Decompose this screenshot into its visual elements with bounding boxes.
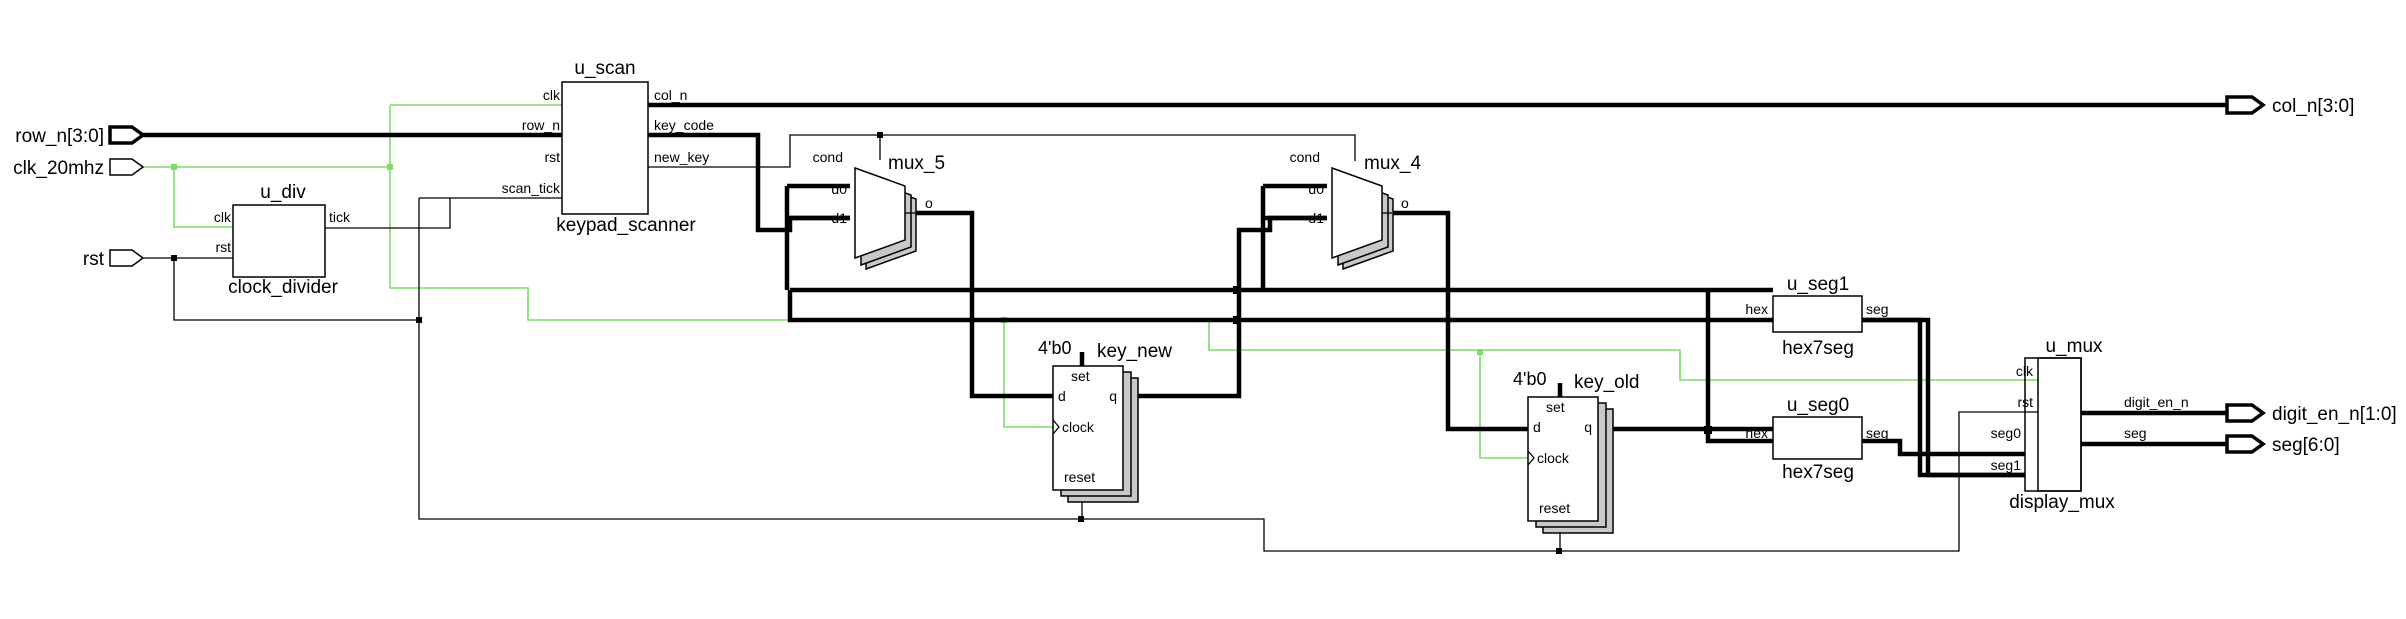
pin-label-reset: reset [1539,500,1570,516]
seg1-net [1862,317,2025,478]
instance-name: mux_5 [888,153,945,174]
module-type: keypad_scanner [556,215,696,236]
instance-name: key_new [1097,341,1172,362]
pin-label-d0: d0 [831,181,847,197]
instance-name: mux_4 [1364,153,1421,174]
pin-label-seg1: seg1 [1991,457,2022,473]
module-type: clock_divider [228,277,338,298]
pin-label-digit_en_n: digit_en_n [2124,394,2189,410]
pin-label-clock: clock [1062,419,1095,435]
pin-label-reset: reset [1064,469,1095,485]
block-u_seg1: u_seg1 hex seg hex7seg [1745,274,1888,359]
pin-label-scan_tick: scan_tick [502,180,561,196]
input-port-clk: clk_20mhz [13,158,145,179]
block-u_mux: u_mux clk rst seg0 seg1 digit_en_n seg d… [1991,336,2189,513]
pin-label-d1: d1 [1308,210,1324,226]
pin-label-key_code: key_code [654,117,714,133]
pin-label-rst: rst [544,149,560,165]
pin-label-seg: seg [1866,301,1889,317]
pin-label-d0: d0 [1308,181,1324,197]
junction-dots [171,132,1712,554]
pin-label-o: o [925,195,933,211]
output-port-digit_en_n: digit_en_n[1:0] [2225,403,2397,425]
pin-label-clk: clk [2016,363,2034,379]
init-value: 4'b0 [1038,338,1071,358]
pin-label-seg0: seg0 [1991,425,2022,441]
instance-name: u_mux [2045,336,2103,357]
pin-label-d: d [1058,388,1066,404]
pin-label-seg: seg [1866,425,1889,441]
wires [143,102,2227,554]
pin-label-clock: clock [1537,450,1570,466]
pin-label-hex: hex [1745,301,1768,317]
instance-name: u_seg0 [1787,395,1849,416]
init-value: 4'b0 [1513,369,1546,389]
module-type: display_mux [2009,492,2115,513]
mux4-d1-bus [1260,183,1327,290]
pin-label-clk: clk [214,209,232,225]
bus-nets [143,102,2227,478]
module-type: hex7seg [1782,338,1854,359]
pin-label-d1: d1 [831,210,847,226]
instance-name: u_scan [574,58,635,79]
pin-label-set: set [1071,368,1090,384]
pin-label-cond: cond [1290,149,1320,165]
block-mux_4: cond mux_4 d0 d1 o [1290,149,1421,271]
clock-junctions [171,164,1483,355]
pin-label-rst: rst [215,239,231,255]
block-mux_5: cond mux_5 d0 d1 o [813,149,945,271]
pin-label-q: q [1109,388,1117,404]
block-u_seg0: u_seg0 hex seg hex7seg [1745,395,1888,483]
pin-label-cond: cond [813,149,843,165]
block-key_old: 4'b0 key_old set d q clock reset [1513,369,1640,534]
pin-label-hex: hex [1745,425,1768,441]
output-port-seg: seg[6:0] [2225,434,2340,456]
pin-label-seg: seg [2124,425,2147,441]
input-port-row_n: row_n[3:0] [15,125,146,147]
block-u_scan: u_scan clk row_n rst scan_tick col_n key… [502,58,715,236]
instance-name: u_div [260,182,306,203]
pin-label-o: o [1401,195,1409,211]
input-port-rst: rst [83,249,145,270]
port-label-col_n: col_n[3:0] [2272,96,2354,117]
port-label-clk: clk_20mhz [13,158,104,179]
module-type: hex7seg [1782,462,1854,483]
pin-label-set: set [1546,399,1565,415]
port-label-digit_en_n: digit_en_n[1:0] [2272,404,2397,425]
instance-name: u_seg1 [1787,274,1849,295]
pin-label-q: q [1584,419,1592,435]
block-key_new: 4'b0 key_new set d q clock reset [1038,338,1172,503]
port-label-seg: seg[6:0] [2272,435,2340,456]
instance-name: key_old [1574,372,1640,393]
pin-label-new_key: new_key [654,149,709,165]
port-label-rst: rst [83,249,105,270]
output-port-col_n: col_n[3:0] [2225,95,2354,117]
mux5-d1-bus [784,183,850,290]
pin-label-col_n: col_n [654,87,687,103]
pin-label-row_n: row_n [522,117,560,133]
pin-label-clk: clk [543,87,561,103]
pin-label-tick: tick [329,209,351,225]
block-u_div: u_div clk rst tick clock_divider [214,182,357,298]
pin-label-rst: rst [2017,394,2033,410]
pin-label-d: d [1533,419,1541,435]
port-label-row_n: row_n[3:0] [15,126,104,147]
